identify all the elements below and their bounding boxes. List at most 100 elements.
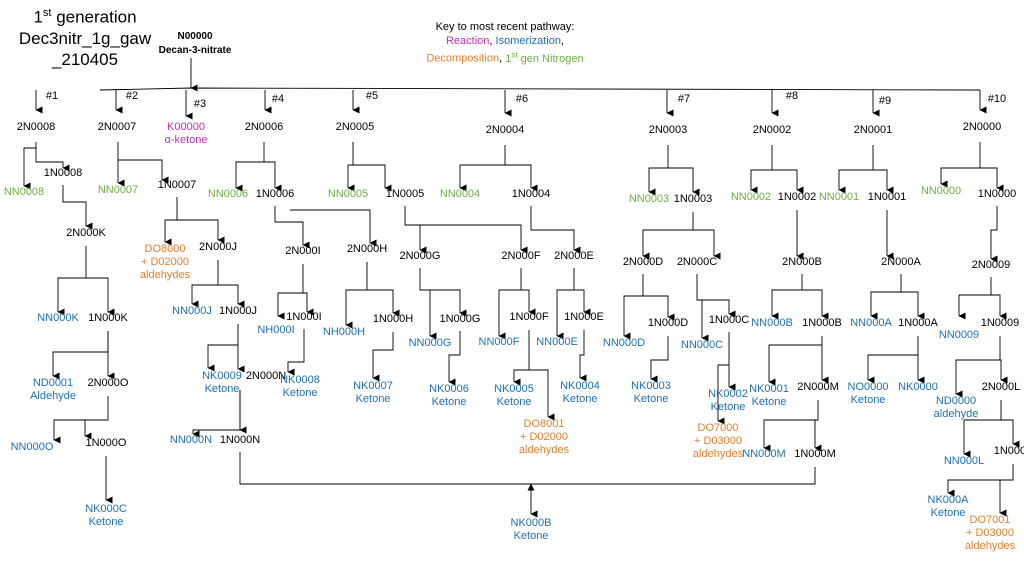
species-n2N0002: 2N0002 (753, 124, 792, 136)
species-b2: #2 (126, 90, 138, 102)
connector-34 (264, 161, 282, 192)
species-nNH000H: NH000H (323, 326, 365, 338)
species-nNN000N: NN000N (170, 434, 212, 446)
connector-78 (763, 400, 819, 452)
connector-77 (768, 344, 822, 386)
connector-67 (697, 299, 709, 342)
connector-46 (405, 224, 528, 254)
species-nNN000C: NN000C (681, 339, 723, 351)
diagram-title: 1st generation Dec3nitr_1g_gaw _210405 (10, 3, 160, 70)
species-nNN0008: NN0008 (4, 186, 44, 198)
species-n1N0002: 1N0002 (778, 191, 817, 203)
connector-52 (530, 206, 581, 254)
species-nNN0009: NN0009 (939, 329, 979, 341)
connector-61 (668, 167, 700, 196)
key-isomerization: Isomerization (495, 35, 561, 47)
connector-36 (290, 209, 377, 247)
connector-75 (802, 289, 829, 320)
connector-47 (419, 268, 437, 340)
species-n1N000E: 1N000E (564, 311, 604, 323)
species-n2N0008: 2N0008 (17, 121, 56, 133)
root-id: N00000 (177, 31, 213, 42)
species-n1N0007: 1N0007 (158, 179, 197, 191)
connector-81 (838, 145, 874, 194)
species-nNN0003: NN0003 (629, 193, 669, 205)
species-n2N0009: 2N0009 (972, 259, 1011, 271)
connector-60 (648, 145, 669, 196)
connector-96 (1001, 419, 1020, 448)
root-species: N00000 Decan-3-nitrate (130, 30, 260, 58)
connector-66 (696, 274, 736, 318)
connector-84 (870, 274, 902, 320)
connector-42 (372, 332, 394, 382)
species-nNN000G: NN000G (409, 337, 452, 349)
connector-85 (901, 291, 925, 320)
connector-70 (717, 364, 729, 425)
connector-64 (623, 274, 644, 340)
connector-25 (164, 219, 177, 246)
connector-35 (274, 206, 310, 249)
connector-22 (117, 142, 169, 184)
connector-95 (963, 400, 1002, 458)
species-nNN000O: NN000O (11, 441, 54, 453)
species-n1N0004: 1N0004 (512, 188, 551, 200)
connector-65 (643, 295, 675, 321)
connector-30 (192, 390, 241, 438)
connector-98 (999, 479, 1013, 517)
connector-44 (353, 164, 392, 192)
connector-74 (771, 274, 803, 320)
species-n1N000A: 1N000A (898, 317, 938, 329)
species-n2N000E: 2N000E (554, 250, 594, 262)
species-n2N000A: 2N000A (881, 256, 921, 268)
species-n1N000L: 1N000L (994, 445, 1024, 457)
connector-59 (579, 330, 587, 382)
species-n1N000H: 1N000H (373, 313, 413, 325)
connector-82 (873, 169, 894, 194)
species-n1N000F: 1N000F (509, 311, 548, 323)
species-nNN0005: NN0005 (328, 188, 368, 200)
species-n1N0003: 1N0003 (674, 193, 713, 205)
pathway-key: Key to most recent pathway: Reaction, Is… (380, 20, 630, 66)
connector-39 (345, 262, 368, 329)
connector-20 (84, 419, 108, 440)
connector-80 (527, 467, 816, 491)
connector-13 (23, 147, 36, 190)
species-n1N000C: 1N000C (709, 314, 749, 326)
connector-89 (980, 167, 1004, 192)
species-n2N000I: 2N000I (285, 245, 320, 257)
connector-53 (498, 268, 522, 340)
connector-19 (53, 396, 109, 444)
species-n1N0001: 1N0001 (868, 191, 907, 203)
species-n1N0009: 1N0009 (981, 317, 1020, 329)
connector-56 (574, 289, 591, 316)
connector-72 (772, 169, 804, 194)
species-nNN000F: NN000F (479, 336, 520, 348)
species-n2N000C: 2N000C (677, 256, 717, 268)
key-line-1: Reaction, Isomerization, (445, 35, 565, 47)
connector-37 (277, 264, 304, 320)
species-b7: #7 (678, 93, 690, 105)
connector-93 (955, 336, 1001, 398)
species-n2N0001: 2N0001 (854, 124, 893, 136)
species-n1N0008: 1N0008 (44, 167, 83, 179)
connector-71 (750, 145, 773, 194)
connector-54 (521, 289, 536, 316)
species-nNN000M: NN000M (742, 448, 785, 460)
connector-1 (99, 87, 981, 91)
species-n2N000L: 2N000L (982, 381, 1021, 393)
species-b5: #5 (366, 90, 378, 102)
species-n1N000G: 1N000G (440, 313, 481, 325)
species-n1N000J: 1N000J (219, 305, 257, 317)
